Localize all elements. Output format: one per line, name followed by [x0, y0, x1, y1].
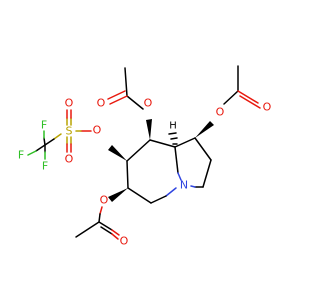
bond-n-c5-c: [150, 195, 167, 204]
hash-wedge-c8a-h: [168, 132, 178, 145]
bond-c2-c3: [202, 159, 212, 188]
bond-c8a-n-c: [174, 146, 179, 174]
atom-f-top: F: [41, 119, 47, 132]
atom-o-c6-carbonyl: O: [120, 235, 129, 248]
wedge-c6-o: [108, 188, 128, 202]
molecule-svg: O O O O O S O O F F F O O N H: [18, 65, 272, 248]
bond-o-cacyl-c: [98, 213, 101, 223]
molecule-structure-canvas: O O O O O S O O F F F O O N H: [18, 65, 272, 248]
atom-o-c1-carbonyl: O: [263, 101, 272, 114]
atom-o-c8-ester: O: [144, 97, 153, 110]
bond-c8-c8a: [149, 139, 176, 148]
bond-c1-c2: [194, 137, 212, 161]
atom-o-triflate-ester: O: [93, 124, 102, 137]
bond-s-cf3-s: [53, 133, 62, 140]
bond-c-fleft-c: [35, 144, 46, 152]
atom-f-bottom: F: [42, 160, 48, 173]
wedge-c8-o: [146, 119, 152, 140]
stereo-wedges: [108, 119, 214, 202]
bond-cacyl-o-double2: [239, 95, 261, 109]
bond-c8a-c1: [174, 137, 196, 148]
atom-o-c1-ester: O: [216, 106, 225, 119]
atom-f-left: F: [18, 149, 24, 162]
hash-line: [170, 137, 178, 140]
acetate-c8: [107, 67, 144, 110]
bond-c-ftop-c: [43, 137, 46, 146]
bond-cacyl-o-double2: [107, 90, 126, 100]
bond-cacyl-o-double2-o: [111, 233, 119, 240]
bond-o-cacyl-o: [99, 206, 103, 215]
wedge-c1-o: [195, 121, 214, 138]
bond-cacyl-o-double2-c: [100, 226, 113, 235]
acetate-c6: [75, 206, 120, 240]
triflate-c7: [27, 109, 92, 160]
bond-s-cf3-c: [44, 138, 55, 146]
atom-o-c6-ester: O: [100, 194, 109, 207]
bond-cacyl-o-double1: [237, 90, 259, 104]
atom-s-triflyl: S: [66, 125, 73, 138]
bond-n-c5-n: [165, 187, 177, 197]
atom-labels: O O O O O S O O F F F O O N H: [18, 97, 272, 248]
bond-c7-c8: [126, 139, 151, 162]
atom-o-c8-carbonyl: O: [97, 97, 106, 110]
hash-line: [168, 132, 177, 135]
bond-cacyl-o-double1: [109, 95, 128, 105]
bond-c3-n-n: [190, 185, 196, 188]
bond-o-cacyl: [126, 95, 144, 110]
bond-o-cacyl: [223, 90, 239, 105]
bond-cacyl-methyl: [124, 67, 128, 97]
atom-o-sulfonyl-top: O: [65, 97, 74, 110]
bond-cacyl-o-double1-o: [111, 229, 120, 236]
acetate-c1: [223, 65, 261, 109]
bond-c8a-n-n: [177, 172, 182, 181]
bond-c6-c7: [126, 160, 129, 189]
atom-o-sulfonyl-bottom: O: [65, 153, 74, 166]
atom-n-ring: N: [180, 179, 188, 192]
bond-cacyl-methyl: [75, 221, 100, 238]
bond-c5-c6: [127, 187, 152, 204]
atom-h-c8a: H: [169, 121, 177, 132]
wedge-c7-o: [108, 145, 127, 161]
ring-bonds: [126, 137, 212, 204]
bond-cacyl-o-double1-c: [98, 221, 113, 231]
bond-c-fleft-f: [27, 150, 37, 156]
